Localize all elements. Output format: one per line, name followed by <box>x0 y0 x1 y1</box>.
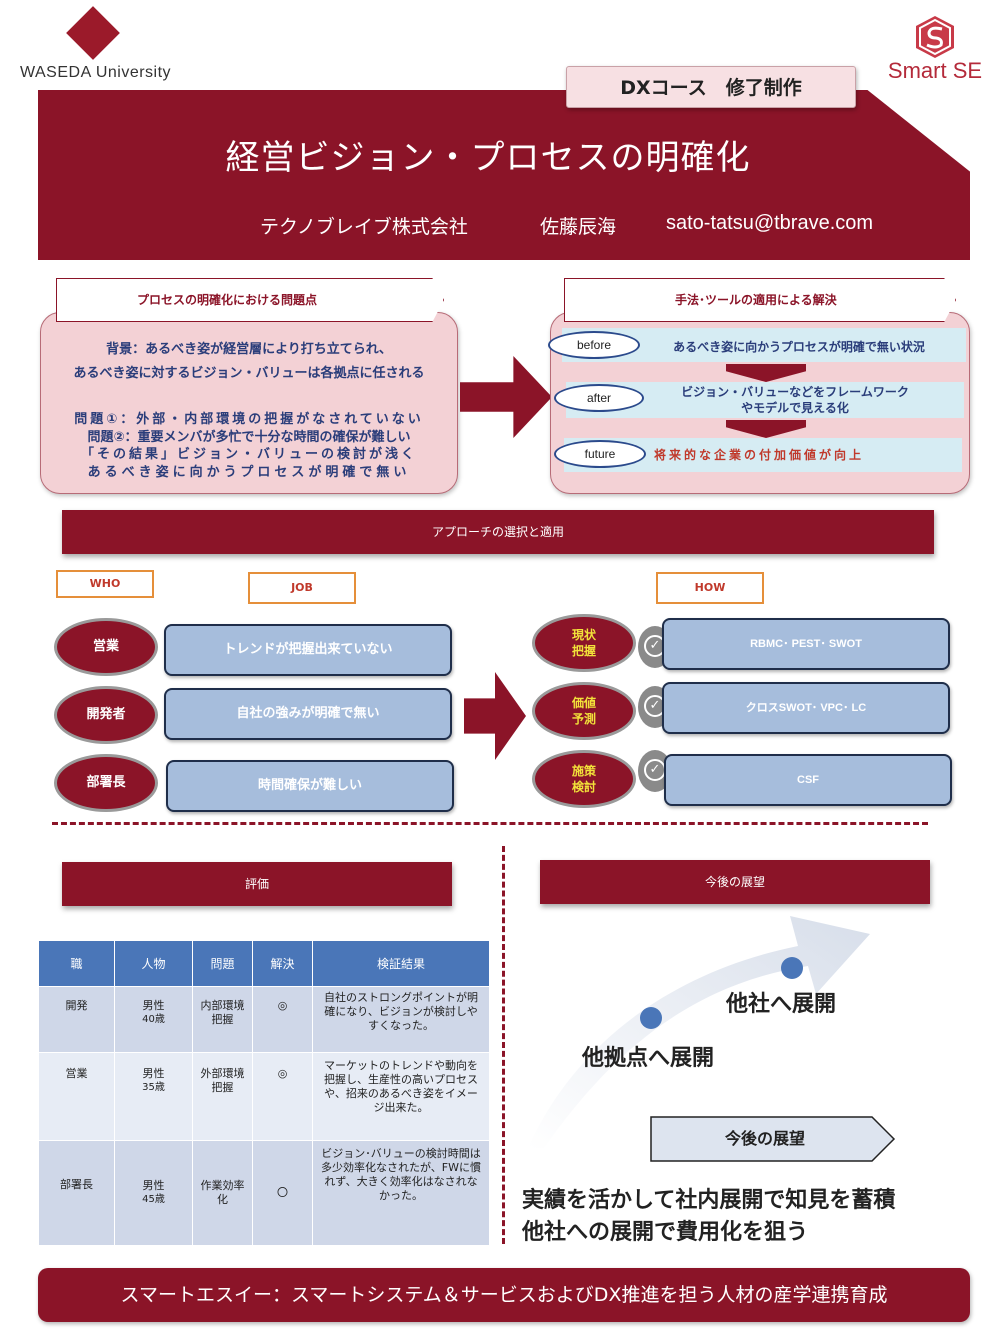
table-row: 開発 男性 40歳 内部環境把握 ◎ 自社のストロングポイントが明確になり、ビジョ… <box>38 986 490 1053</box>
summary-line: 実績を活かして社内展開で知見を蓄積 <box>522 1188 896 1213</box>
person-cell: 男性 40歳 <box>114 986 193 1053</box>
mark-cell: 〇 <box>252 1140 313 1246</box>
issue-cell: 内部環境把握 <box>192 986 253 1053</box>
table-row: 部署長 男性 45歳 作業効率化 〇 ビジョン･バリューの検討時間は多少効率化なさ… <box>38 1140 490 1246</box>
job-developer: 自社の強みが明確で無い <box>164 688 452 740</box>
role-manager: 部署長 <box>54 754 158 812</box>
page-title: 経営ビジョン・プロセスの明確化 <box>225 138 751 178</box>
age-text: 35歳 <box>142 1082 165 1093</box>
solution-label: 手法･ツールの適用による解決 <box>564 278 956 322</box>
before-tag: before <box>548 331 640 359</box>
evaluation-table: 職 人物 問題 解決 検証結果 開発 男性 40歳 内部環境把握 ◎ 自社のストロ… <box>38 940 490 1246</box>
section-divider <box>52 822 928 825</box>
person-cell: 男性 35歳 <box>114 1052 193 1141</box>
job-sales: トレンドが把握出来ていない <box>164 624 452 676</box>
problem-line: 問題①：外部・内部環境の把握がなされていない <box>74 412 424 427</box>
column-header: 問題 <box>192 940 253 987</box>
after-text: ビジョン・バリューなどをフレームワーク やモデルで見える化 <box>681 385 909 415</box>
how-header: HOW <box>656 572 764 604</box>
course-tag: DXコース 修了制作 <box>566 66 856 108</box>
how-method: RBMC･ PEST･ SWOT <box>662 618 950 670</box>
column-header: 検証結果 <box>312 940 490 987</box>
evaluation-bar: 評価 <box>62 862 452 906</box>
role-developer: 開発者 <box>54 686 158 744</box>
how-step-line: 施策 <box>571 764 596 778</box>
how-step-line: 現状 <box>571 628 596 642</box>
problem-line: 問題②：重要メンバが多忙で十分な時間の確保が難しい <box>87 430 411 445</box>
job-cell: 開発 <box>38 986 115 1053</box>
age-text: 45歳 <box>142 1194 165 1205</box>
right-arrow-icon <box>460 356 552 438</box>
person-text: 男性 <box>142 1179 165 1192</box>
problem-line: あるべき姿に対するビジョン・バリューは各拠点に任される <box>73 366 425 381</box>
future-tag: 今後の展望 <box>724 1129 805 1148</box>
problem-label: プロセスの明確化における問題点 <box>56 278 444 322</box>
job-cell: 営業 <box>38 1052 115 1141</box>
column-header: 職 <box>38 940 115 987</box>
future-step-other-companies: 他社へ展開 <box>726 992 837 1017</box>
job-manager: 時間確保が難しい <box>166 760 454 812</box>
column-header: 解決 <box>252 940 313 987</box>
waseda-emblem-icon <box>66 6 120 60</box>
growth-curve-arrow-icon <box>528 916 870 1148</box>
how-step-line: 検討 <box>571 780 596 794</box>
section-divider <box>502 846 505 1244</box>
problem-line: 「その結果」ビジョン・バリューの検討が浅く <box>80 447 417 462</box>
job-header: JOB <box>248 572 356 604</box>
how-step-value: 価値 予測 <box>532 682 636 740</box>
result-cell: ビジョン･バリューの検討時間は多少効率化なされたが、FWに慣れず、大きく効率化は… <box>312 1140 490 1246</box>
problem-line: 背景：あるべき姿が経営層により打ち立てられ、 <box>106 342 392 357</box>
summary-line: 他社への展開で費用化を狙う <box>522 1220 809 1245</box>
approach-bar: アプローチの選択と適用 <box>62 510 934 554</box>
problem-panel <box>40 312 458 494</box>
smartse-logo-text: Smart SE <box>887 58 983 83</box>
job-cell: 部署長 <box>38 1140 115 1246</box>
table-row: 営業 男性 35歳 外部環境把握 ◎ マーケットのトレンドや動向を把握し、生産性の… <box>38 1052 490 1141</box>
how-step-line: 把握 <box>571 644 596 658</box>
company-name: テクノブレイブ株式会社 <box>260 216 468 238</box>
future-tag: future <box>554 440 646 468</box>
issue-cell: 作業効率化 <box>192 1140 253 1246</box>
author-name: 佐藤辰海 <box>540 216 617 238</box>
problem-line: あるべき姿に向かうプロセスが明確で無い <box>87 465 411 480</box>
age-text: 40歳 <box>142 1014 165 1025</box>
person-text: 男性 <box>142 1067 165 1080</box>
footer-banner: スマートエスイー：スマートシステム＆サービスおよびDX推進を担う人材の産学連携育… <box>38 1268 970 1322</box>
right-arrow-icon <box>464 672 526 760</box>
future-step-other-sites: 他拠点へ展開 <box>582 1046 715 1071</box>
how-step-line: 価値 <box>571 696 596 710</box>
how-method: クロスSWOT･ VPC･ LC <box>662 682 950 734</box>
mark-cell: ◎ <box>252 986 313 1053</box>
mark-cell: ◎ <box>252 1052 313 1141</box>
after-tag: after <box>554 384 644 412</box>
column-header: 人物 <box>114 940 193 987</box>
person-cell: 男性 45歳 <box>114 1140 193 1246</box>
author-email: sato-tatsu@tbrave.com <box>666 212 874 234</box>
issue-cell: 外部環境把握 <box>192 1052 253 1141</box>
how-step-plan: 施策 検討 <box>532 750 636 808</box>
role-sales: 営業 <box>54 618 158 676</box>
future-tag-shape <box>650 1116 896 1162</box>
how-step-line: 予測 <box>571 712 596 726</box>
before-text: あるべき姿に向かうプロセスが明確で無い状況 <box>673 340 925 354</box>
person-text: 男性 <box>142 999 165 1012</box>
result-cell: 自社のストロングポイントが明確になり、ビジョンが検討しやすくなった。 <box>312 986 490 1053</box>
how-step-current: 現状 把握 <box>532 614 636 672</box>
university-logo-text: WASEDA University <box>20 64 172 81</box>
smartse-logo-icon <box>916 16 954 58</box>
who-header: WHO <box>56 570 154 598</box>
future-text: 将来的な企業の付加価値が向上 <box>654 448 865 462</box>
how-method: CSF <box>664 754 952 806</box>
title-banner <box>38 90 970 260</box>
result-cell: マーケットのトレンドや動向を把握し、生産性の高いプロセスや、招来のあるべき姿をイ… <box>312 1052 490 1141</box>
future-bar: 今後の展望 <box>540 860 930 904</box>
